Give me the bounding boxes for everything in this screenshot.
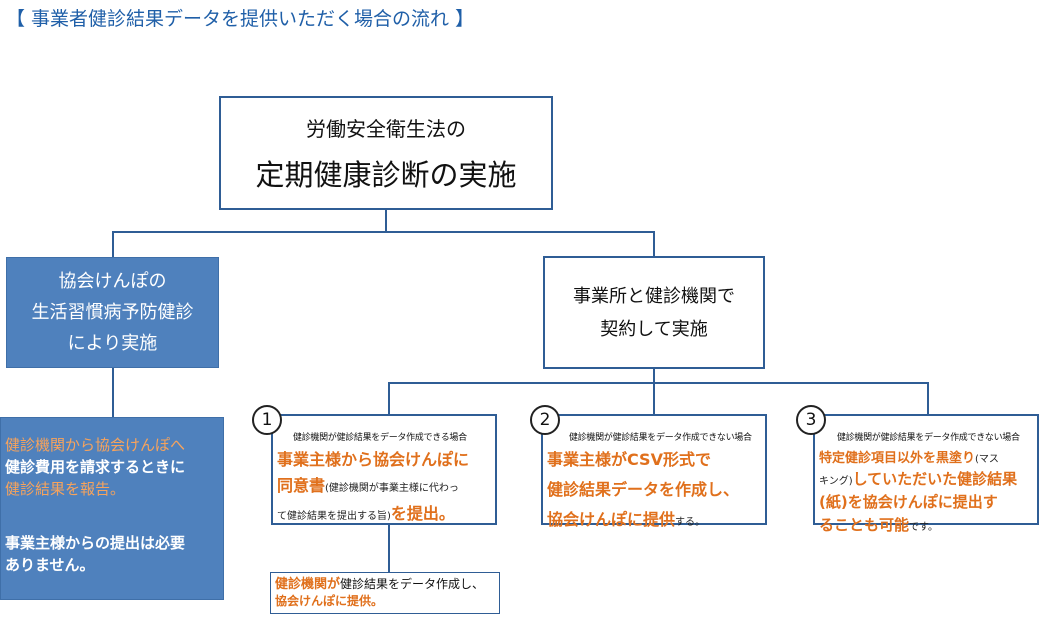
case1-sub-box: 健診機関が健診結果をデータ作成し、 協会けんぽに提供。 <box>270 572 500 614</box>
contract-line1: 事業所と健診機関で <box>573 285 735 307</box>
case1-line3-note: て健診結果を提出する旨) <box>277 511 391 522</box>
case1-sub-provide: 協会けんぽに提供。 <box>275 594 384 608</box>
connector-right-box-down <box>653 368 655 384</box>
case3-note: 健診機関が健診結果をデータ作成できない場合 <box>837 433 1020 443</box>
left-note-line4: 事業主様からの提出は必要 <box>5 534 186 552</box>
case1-sub-institution: 健診機関が <box>275 577 341 592</box>
case2-line3: 協会けんぽに提供する。 <box>547 506 761 530</box>
kyokai-kenpo-line2: 生活習慣病予防健診 <box>31 302 194 323</box>
left-note-line1: 健診機関から協会けんぽへ <box>5 436 186 454</box>
connector-top-down <box>385 209 387 233</box>
page-title: 【 事業者健診結果データを提供いただく場合の流れ 】 <box>6 8 475 30</box>
case3-line2-note: キング) <box>819 476 853 487</box>
periodic-checkup-line1: 労働安全衛生法の <box>306 116 466 141</box>
case3-box: 健診機関が健診結果をデータ作成できない場合 特定健診項目以外を黒塗り(マス キン… <box>813 414 1039 534</box>
connector-left-box-to-note <box>112 368 114 418</box>
case1-line3: て健診結果を提出する旨)を提出。 <box>277 500 491 524</box>
case2-line1: 事業主様がCSV形式で <box>547 450 711 469</box>
kyokai-kenpo-line1: 協会けんぽの <box>58 271 167 292</box>
case3-masking: 特定健診項目以外を黒塗り <box>819 451 976 466</box>
case3-number-badge: 3 <box>796 405 826 435</box>
case1-line2-note: (健診機関が事業主様に代わっ <box>325 483 459 494</box>
periodic-checkup-box: 労働安全衛生法の 定期健康診断の実施 <box>219 96 553 210</box>
case3-line4-suffix: です。 <box>909 522 939 533</box>
case2-box: 健診機関が健診結果をデータ作成できない場合 事業主様がCSV形式で 健診結果デー… <box>541 414 767 529</box>
kyokai-kenpo-line3: により実施 <box>67 333 158 354</box>
case3-line2: キング)していただいた健診結果 <box>819 468 1034 489</box>
case2-note: 健診機関が健診結果をデータ作成できない場合 <box>569 433 752 443</box>
connector-top-horizontal <box>112 231 655 233</box>
contract-box: 事業所と健診機関で 契約して実施 <box>543 256 765 369</box>
case3-line1: 特定健診項目以外を黒塗り(マス <box>819 447 1034 466</box>
case2-number-badge: 2 <box>530 405 560 435</box>
periodic-checkup-line2: 定期健康診断の実施 <box>255 157 517 192</box>
left-note-line3: 健診結果を報告。 <box>5 480 126 498</box>
connector-to-case1 <box>388 382 390 415</box>
connector-cases-horizontal <box>388 382 929 384</box>
case1-box: 健診機関が健診結果をデータ作成できる場合 事業主様から協会けんぽに 同意書(健診… <box>271 414 497 525</box>
left-note-line5: ありません。 <box>5 556 95 574</box>
connector-case1-to-sub <box>388 525 390 572</box>
case2-line3-suffix: する。 <box>675 517 706 528</box>
connector-to-left-box <box>112 231 114 258</box>
case1-submit: を提出。 <box>390 504 455 523</box>
case1-sub-data: 健診結果をデータ作成し、 <box>340 577 485 591</box>
case3-results: していただいた健診結果 <box>852 470 1018 488</box>
connector-to-case3 <box>927 382 929 415</box>
case3-line1-note: (マス <box>975 454 999 465</box>
kyokai-kenpo-checkup-box: 協会けんぽの 生活習慣病予防健診 により実施 <box>6 257 219 368</box>
case2-provide: 協会けんぽに提供 <box>547 510 676 529</box>
connector-to-case2 <box>653 382 655 415</box>
case1-number-badge: 1 <box>252 405 282 435</box>
contract-line2: 契約して実施 <box>600 318 708 340</box>
case3-possible: ることも可能 <box>819 516 910 534</box>
case1-note: 健診機関が健診結果をデータ作成できる場合 <box>293 433 467 443</box>
case1-consent-form: 同意書 <box>277 476 326 495</box>
case1-line1: 事業主様から協会けんぽに <box>277 450 470 469</box>
connector-to-right-box <box>653 231 655 257</box>
case3-line4: ることも可能です。 <box>819 514 1034 535</box>
case2-line2: 健診結果データを作成し、 <box>547 480 740 499</box>
case3-line3: (紙)を協会けんぽに提出す <box>819 493 998 511</box>
case1-line2: 同意書(健診機関が事業主様に代わっ <box>277 472 491 496</box>
left-note-box: 健診機関から協会けんぽへ 健診費用を請求するときに 健診結果を報告。 事業主様か… <box>0 417 224 600</box>
left-note-line2: 健診費用を請求するときに <box>5 458 186 476</box>
